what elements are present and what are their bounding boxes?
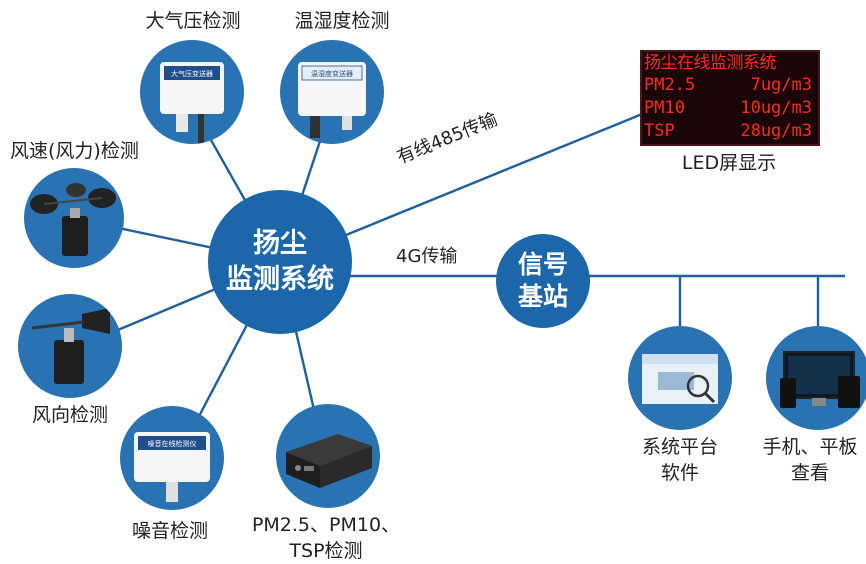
led-row: PM2.5 7ug/m3 bbox=[642, 74, 818, 97]
led-row-value: 10ug/m3 bbox=[740, 98, 812, 118]
software-platform-disc bbox=[628, 326, 732, 430]
led-caption: LED屏显示 bbox=[681, 152, 777, 174]
mobile-tablet-icon bbox=[780, 351, 860, 408]
anemometer-icon bbox=[30, 183, 116, 256]
led-row-name: PM2.5 bbox=[644, 75, 696, 95]
base-station-line1: 信号 bbox=[517, 250, 568, 279]
wind-direction-sensor-disc bbox=[18, 294, 122, 398]
led-display-screen: 扬尘在线监测系统 PM2.5 7ug/m3 PM10 10ug/m3 TSP 28ug… bbox=[640, 50, 820, 146]
pm-label-line2: TSP检测 bbox=[289, 540, 363, 562]
mobile-label-line1: 手机、平板 bbox=[762, 436, 858, 458]
mobile-label-line2: 查看 bbox=[790, 462, 830, 484]
pressure-panel-text: 大气压变送器 bbox=[171, 69, 213, 78]
led-row-name: PM10 bbox=[644, 98, 685, 118]
cellular-link-label: 4G传输 bbox=[396, 246, 458, 267]
noise-sensor-disc: 噪音在线检测仪 bbox=[120, 406, 224, 510]
pressure-sensor-disc: 大气压变送器 bbox=[140, 40, 244, 144]
noise-transmitter-icon: 噪音在线检测仪 bbox=[134, 432, 210, 502]
noise-panel-text: 噪音在线检测仪 bbox=[148, 439, 197, 448]
led-header: 扬尘在线监测系统 bbox=[644, 53, 777, 73]
base-station-line2: 基站 bbox=[517, 282, 568, 311]
pm-sensor-disc bbox=[276, 404, 380, 508]
noise-label: 噪音检测 bbox=[131, 520, 209, 542]
particulate-monitor-icon bbox=[286, 434, 372, 488]
pm-label-line1: PM2.5、PM10、 bbox=[251, 514, 401, 536]
wind-speed-label: 风速(风力)检测 bbox=[10, 140, 139, 162]
pm-label: PM2.5、PM10、 TSP检测 bbox=[252, 512, 400, 564]
led-row-value: 28ug/m3 bbox=[740, 121, 812, 141]
software-label-line1: 系统平台 bbox=[641, 436, 719, 458]
mobile-label: 手机、平板 查看 bbox=[762, 434, 857, 486]
led-row: TSP 28ug/m3 bbox=[642, 120, 818, 143]
wind-speed-sensor-disc bbox=[24, 168, 124, 268]
led-row: PM10 10ug/m3 bbox=[642, 97, 818, 120]
temp-humidity-transmitter-icon: 温湿度变送器 bbox=[298, 62, 366, 138]
temp-panel-text: 温湿度变送器 bbox=[311, 69, 353, 78]
pressure-transmitter-icon: 大气压变送器 bbox=[160, 62, 224, 144]
wind-direction-label: 风向检测 bbox=[31, 404, 109, 426]
mobile-tablet-disc bbox=[766, 326, 866, 430]
led-row-name: TSP bbox=[644, 121, 675, 141]
hub-title-line1: 扬尘 bbox=[253, 228, 307, 259]
temp-humidity-label: 温湿度检测 bbox=[294, 10, 390, 32]
signal-base-station: 信号 基站 bbox=[496, 234, 590, 328]
dust-monitoring-hub: 扬尘 监测系统 bbox=[208, 190, 352, 334]
wind-vane-icon bbox=[31, 308, 110, 384]
software-label-line2: 软件 bbox=[660, 462, 700, 484]
temp-humidity-sensor-disc: 温湿度变送器 bbox=[280, 40, 384, 144]
led-row-value: 7ug/m3 bbox=[750, 75, 812, 95]
pressure-label: 大气压检测 bbox=[145, 10, 241, 32]
software-platform-icon bbox=[642, 354, 718, 404]
software-label: 系统平台 软件 bbox=[642, 434, 718, 486]
hub-title-line2: 监测系统 bbox=[226, 264, 334, 295]
